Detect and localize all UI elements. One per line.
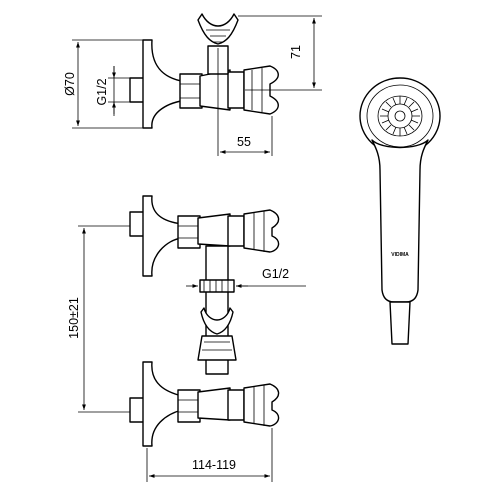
upper-rosette	[142, 195, 183, 277]
lower-valve-body	[197, 387, 231, 421]
dim-thread-outlet-label: G1/2	[262, 267, 289, 281]
dim-diameter-label: Ø70	[63, 72, 77, 96]
shower-handle	[371, 139, 429, 303]
dim-diameter: Ø70	[63, 39, 147, 129]
lower-valve	[129, 361, 280, 447]
valve-body	[199, 69, 231, 111]
riser-shower-holder	[200, 307, 234, 335]
lower-hex-nut	[177, 389, 201, 423]
shower-holder	[197, 13, 239, 45]
lower-cross-handle	[243, 383, 280, 427]
lower-spindle-head	[227, 389, 245, 421]
hand-shower: VIDIMA	[359, 77, 441, 345]
dim-holder-height: 71	[238, 15, 322, 91]
center-riser	[197, 245, 237, 375]
upper-cross-handle	[243, 209, 280, 253]
shower-hose	[389, 301, 411, 345]
hex-nut	[179, 73, 203, 109]
upper-spindle-head	[227, 215, 245, 247]
upper-valve	[129, 195, 280, 277]
handshower-brand: VIDIMA	[391, 252, 409, 258]
top-valve-side-view	[129, 13, 279, 129]
dim-total-width: 114-119	[146, 428, 273, 482]
outlet-union	[199, 279, 235, 293]
dim-holder-height-label: 71	[289, 45, 303, 59]
wall-pipe-stub	[129, 77, 145, 103]
dim-center-distance-label: 150±21	[67, 297, 81, 339]
spindle-head	[227, 71, 245, 109]
shower-head	[359, 77, 441, 155]
dim-total-width-label: 114-119	[192, 458, 236, 472]
dim-projection-label: 55	[237, 135, 251, 149]
lower-wall-pipe-stub	[129, 397, 145, 423]
riser-coupling	[197, 335, 237, 361]
upper-hex-nut	[177, 215, 201, 249]
dim-center-distance: 150±21	[67, 225, 130, 413]
dim-thread-outlet: G1/2	[186, 267, 306, 288]
dim-thread-top: G1/2	[95, 66, 131, 116]
lower-rosette	[142, 361, 183, 447]
upper-wall-pipe-stub	[129, 211, 145, 237]
dim-thread-top-label: G1/2	[95, 78, 109, 105]
dim-projection: 55	[217, 48, 273, 156]
upper-valve-body	[197, 213, 231, 247]
